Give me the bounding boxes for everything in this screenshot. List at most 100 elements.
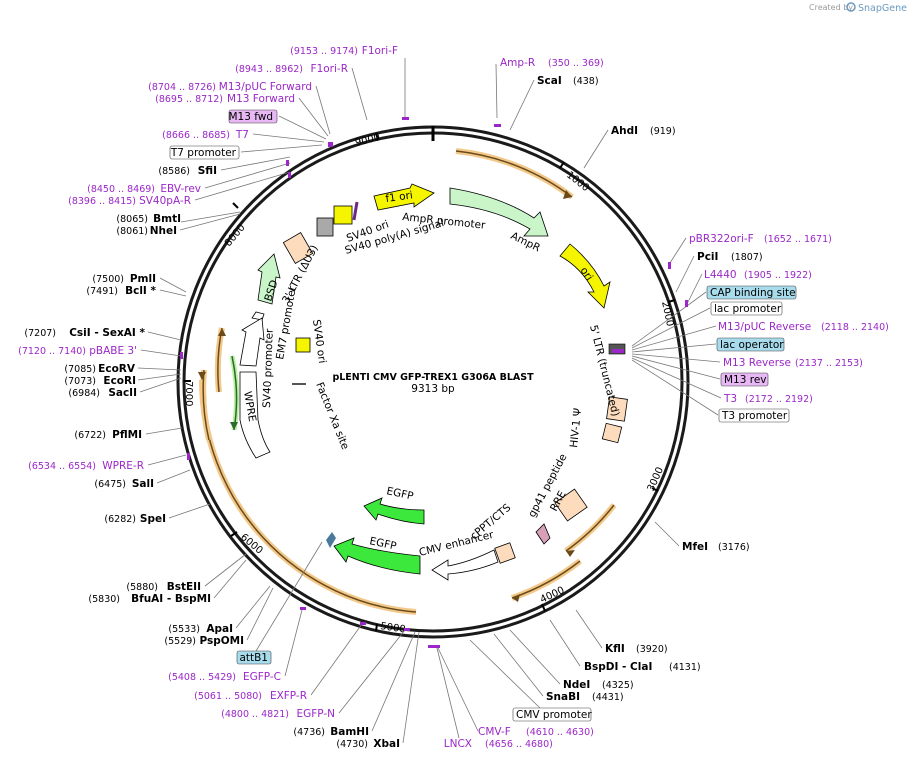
svg-text:T7: T7 [235, 129, 249, 141]
label-f1ori-r: (8943 .. 8962) F1ori-R [235, 63, 348, 75]
label-bsteii: (5880)BstEII [126, 581, 201, 593]
svg-text:BstEII: BstEII [167, 581, 201, 593]
svg-text:M13 fwd: M13 fwd [228, 111, 273, 123]
svg-text:(4325): (4325) [602, 680, 634, 691]
3ltr-box [282, 232, 314, 264]
svg-text:BamHI: BamHI [330, 726, 369, 738]
label-sacii: (6984)SacII [68, 387, 137, 399]
svg-text:(6534 .. 6554): (6534 .. 6554) [28, 461, 96, 472]
svg-text:EXFP-R: EXFP-R [270, 690, 307, 702]
svg-text:XbaI: XbaI [373, 738, 400, 750]
orf-arrowheads [198, 190, 575, 602]
svg-text:lac promoter: lac promoter [714, 303, 782, 315]
svg-text:BfuAI - BspMI: BfuAI - BspMI [131, 593, 211, 605]
svg-text:attB1: attB1 [239, 652, 268, 664]
svg-text:Amp-R: Amp-R [500, 57, 535, 69]
label-sv40-ori-2: SV40 ori [310, 319, 328, 364]
label-sv40pa-r: (8396 .. 8415)SV40pA-R [68, 195, 191, 207]
svg-text:EcoRV: EcoRV [98, 363, 136, 375]
label-scai: ScaI(438) [537, 75, 599, 87]
svg-text:(7120 .. 7140): (7120 .. 7140) [18, 346, 86, 357]
svg-text:SV40pA-R: SV40pA-R [139, 195, 191, 207]
svg-text:(8704 .. 8726): (8704 .. 8726) [148, 82, 216, 93]
label-ecori: (7073) EcoRI [64, 375, 136, 387]
svg-text:EcoRI: EcoRI [103, 375, 136, 387]
label-cmv-promoter-box: CMV promoter [512, 707, 592, 722]
created-by-text: Created by [809, 3, 853, 12]
wpre-box [239, 371, 271, 459]
ampr-arrow [449, 187, 549, 237]
hiv-box-2 [601, 422, 623, 444]
svg-text:pBR322ori-F: pBR322ori-F [689, 233, 754, 245]
svg-text:(8943 .. 8962): (8943 .. 8962) [235, 64, 303, 75]
gp41-box [535, 523, 551, 545]
label-m13-reverse: M13 Reverse(2137 .. 2153) [723, 357, 863, 369]
label-l4440: L4440(1905 .. 1922) [704, 269, 812, 281]
svg-text:(5830): (5830) [88, 594, 120, 605]
svg-text:(7073): (7073) [64, 376, 96, 387]
svg-text:(1652 .. 1671): (1652 .. 1671) [764, 234, 832, 245]
svg-text:M13 Reverse: M13 Reverse [723, 357, 791, 369]
svg-text:(6282): (6282) [104, 514, 136, 525]
svg-text:(8396 .. 8415): (8396 .. 8415) [68, 196, 136, 207]
svg-text:WPRE-R: WPRE-R [102, 460, 144, 472]
lac-marks [612, 349, 624, 353]
label-5ltr: 5' LTR (truncated) [587, 324, 621, 418]
svg-text:T7 promoter: T7 promoter [170, 147, 237, 159]
egfp-arrow-2 [363, 497, 425, 525]
primer-marks [180, 117, 688, 648]
svg-text:(8450 .. 8469): (8450 .. 8469) [87, 184, 155, 195]
label-apai: (5533)ApaI [168, 623, 233, 635]
svg-text:(919): (919) [650, 126, 676, 137]
left-labels: (9153 .. 9174)F1ori-F (8943 .. 8962)F1or… [18, 45, 472, 750]
svg-text:(7500): (7500) [92, 274, 124, 285]
svg-text:(8061): (8061) [116, 226, 148, 237]
label-egfp-1: EGFP [368, 535, 397, 552]
em7-arrow [251, 311, 265, 321]
label-csii: (7207)CsiI - SexAI * [24, 327, 145, 339]
label-bspdi: BspDI - ClaI(4131) [584, 661, 701, 673]
label-hiv-psi: HIV-1 Ψ [568, 408, 584, 449]
label-egfp-n: (4800 .. 4821)EGFP-N [221, 708, 335, 720]
svg-text:F1ori-R: F1ori-R [311, 63, 348, 75]
right-labels: Amp-R(350 .. 369) ScaI(438) AhdI(919) pB… [478, 57, 889, 750]
label-m13-puc-reverse: M13/pUC Reverse(2118 .. 2140) [718, 321, 889, 333]
svg-text:SpeI: SpeI [140, 513, 166, 525]
svg-text:(8666 .. 8685): (8666 .. 8685) [162, 130, 230, 141]
label-t3-promoter-box: T3 promoter [718, 408, 790, 423]
label-pspomi: (5529)PspOMI [164, 635, 244, 647]
label-exfp-r: (5061 .. 5080) EXFP-R [194, 690, 307, 702]
svg-text:(6475): (6475) [94, 479, 126, 490]
plasmid-title: pLENTI CMV GFP-TREX1 G306A BLAST [332, 372, 534, 383]
label-ahdi: AhdI(919) [611, 125, 676, 137]
label-cmv-f: CMV-F(4610 .. 4630) [478, 726, 594, 738]
svg-text:(4431): (4431) [592, 692, 624, 703]
svg-text:(5061 .. 5080): (5061 .. 5080) [194, 691, 262, 702]
svg-text:MfeI: MfeI [682, 541, 708, 553]
svg-text:PciI: PciI [697, 251, 718, 263]
label-m13-rev-box: M13 rev [720, 372, 769, 387]
svg-text:PspOMI: PspOMI [199, 635, 244, 647]
label-f1-ori: f1 ori [385, 189, 414, 205]
svg-text:CAP binding site: CAP binding site [710, 287, 796, 299]
tick-marks [184, 132, 676, 632]
svg-text:(4730): (4730) [336, 739, 368, 750]
label-pmli: (7500)PmlI [92, 273, 156, 285]
ori-arrow [559, 243, 611, 309]
svg-text:M13/pUC Reverse: M13/pUC Reverse [718, 321, 811, 333]
label-t3: T3(2172 .. 2192) [723, 393, 813, 405]
label-wpre: WPRE [241, 390, 258, 422]
label-sfii: (8586)SfiI [158, 165, 217, 177]
label-m13-fwd-box: M13 fwd [228, 109, 278, 124]
label-egfp-2: EGFP [385, 485, 414, 502]
rre-box [554, 488, 588, 522]
svg-text:(7207): (7207) [24, 328, 56, 339]
label-cap-binding-site-box: CAP binding site [706, 285, 797, 300]
svg-text:(8586): (8586) [158, 166, 190, 177]
label-bmti: (8065)BmtI [116, 213, 181, 225]
label-xbai: (4730) XbaI [336, 738, 400, 750]
svg-text:EGFP-N: EGFP-N [296, 708, 335, 720]
label-bamhi: (4736)BamHI [293, 726, 369, 738]
plasmid-size: 9313 bp [411, 383, 455, 395]
